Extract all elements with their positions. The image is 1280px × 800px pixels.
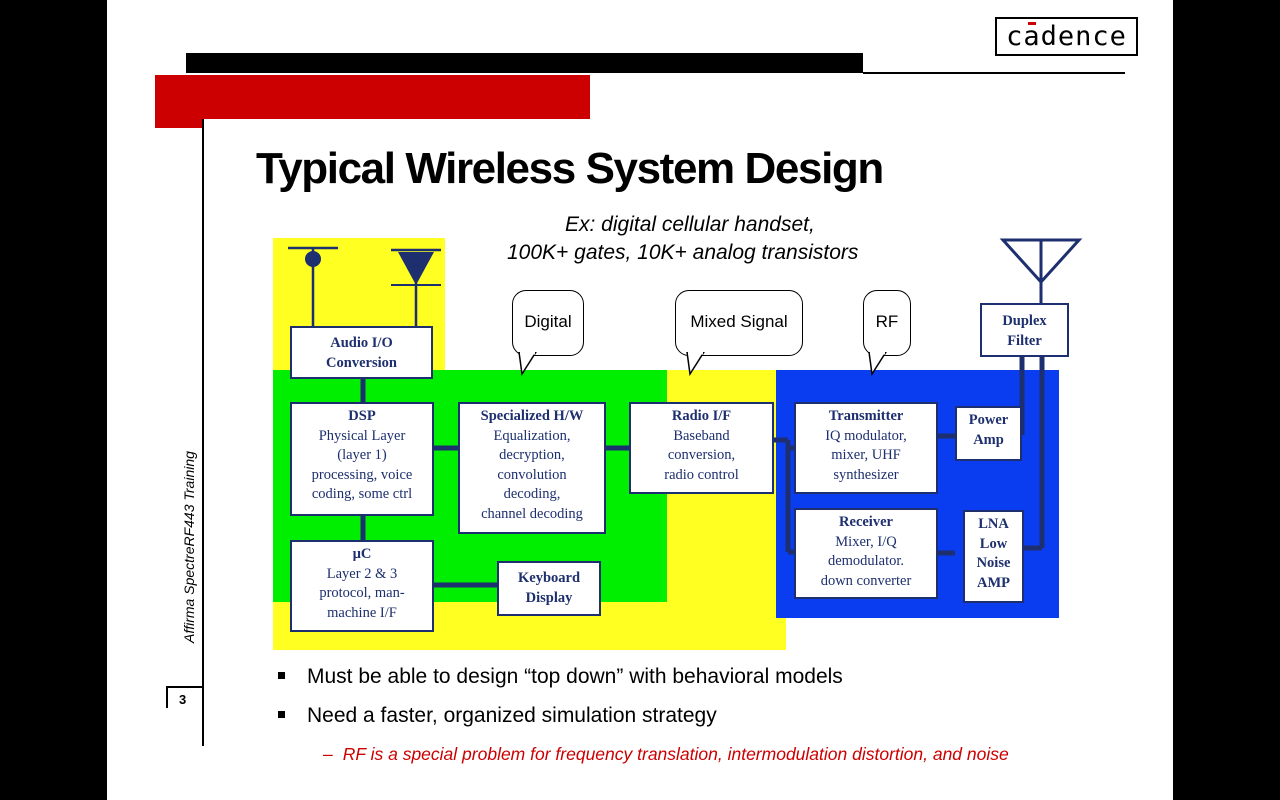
block-uc-line: Layer 2 & 3 — [326, 565, 398, 582]
logo-accent-mark — [1028, 22, 1036, 25]
page-number-top-line — [166, 686, 202, 688]
bubble-mixed-signal: Mixed Signal — [675, 290, 803, 356]
block-kbd-line: Display — [525, 589, 573, 606]
block-hw-title: Specialized H/W — [480, 408, 584, 424]
block-dsp-title: DSP — [348, 408, 376, 424]
block-uc-line: machine I/F — [327, 604, 397, 621]
block-uc-title: µC — [352, 546, 372, 562]
block-dsp-line: Physical Layer — [318, 427, 406, 444]
connection-lines — [288, 238, 1083, 588]
block-pa-title: Power — [968, 412, 1009, 428]
block-uc-line: protocol, man- — [319, 585, 405, 601]
slide-title: Typical Wireless System Design — [256, 144, 884, 193]
logo-text: cadence — [1006, 21, 1127, 52]
bubble-digital-label: Digital — [524, 312, 572, 331]
bubble-rf: RF — [863, 290, 911, 356]
header-red-stub — [155, 119, 204, 128]
block-tx-line: synthesizer — [833, 466, 899, 483]
block-rx-line: demodulator. — [827, 553, 905, 569]
page-number: 3 — [179, 692, 187, 707]
block-microcontroller: µC Layer 2 & 3 protocol, man- machine I/… — [290, 540, 434, 632]
sub-bullet-text: RF is a special problem for frequency tr… — [342, 744, 1009, 764]
block-duplex-filter: Duplex Filter — [980, 303, 1069, 357]
block-audio-io: Audio I/O Conversion — [290, 326, 433, 379]
example-line-1: Ex: digital cellular handset, — [565, 213, 815, 236]
bullet-text: Need a faster, organized simulation stra… — [307, 704, 717, 727]
block-hw-line: decryption, — [499, 447, 565, 463]
cadence-logo: cadence — [995, 17, 1138, 56]
block-transmitter: Transmitter IQ modulator, mixer, UHF syn… — [794, 402, 938, 494]
bullet-item: Need a faster, organized simulation stra… — [278, 704, 717, 728]
bubble-mixed-tail — [686, 352, 705, 376]
block-audio-title: Audio I/O — [330, 335, 393, 351]
bubble-mixed-label: Mixed Signal — [690, 312, 788, 331]
block-hw-line: Equalization, — [493, 427, 571, 444]
page-number-box — [166, 686, 168, 708]
block-tx-line: mixer, UHF — [831, 447, 901, 463]
block-receiver: Receiver Mixer, I/Q demodulator. down co… — [794, 508, 938, 599]
block-lna: LNA Low Noise AMP — [963, 510, 1024, 603]
bullet-marker — [278, 671, 285, 679]
block-tx-title: Transmitter — [828, 408, 904, 424]
sub-bullet-dash: – — [323, 744, 333, 764]
bullet-text: Must be able to design “top down” with b… — [307, 665, 843, 688]
slide: cadence Typical Wireless System Design E… — [107, 0, 1173, 800]
bubble-rf-label: RF — [875, 312, 899, 331]
block-tx-line: IQ modulator, — [825, 427, 907, 444]
header-thin-line — [863, 72, 1125, 74]
bubble-digital-tail — [518, 352, 537, 376]
block-duplex-title: Duplex — [1002, 313, 1047, 329]
block-dsp: DSP Physical Layer (layer 1) processing,… — [290, 402, 434, 516]
block-specialized-hw: Specialized H/W Equalization, decryption… — [458, 402, 606, 534]
block-dsp-line: (layer 1) — [337, 447, 387, 463]
block-lna-title: LNA — [978, 516, 1009, 532]
block-dsp-line: processing, voice — [311, 466, 413, 483]
block-duplex-line: Filter — [1007, 332, 1042, 349]
bubble-digital: Digital — [512, 290, 584, 356]
block-rx-line: down converter — [820, 572, 912, 589]
block-pa-line: Amp — [973, 431, 1004, 448]
bubble-rf-tail — [868, 352, 887, 376]
block-radio-line: conversion, — [667, 447, 736, 463]
header-black-bar — [186, 53, 863, 73]
block-radio-line: radio control — [664, 466, 739, 483]
block-hw-line: convolution — [497, 466, 567, 483]
bullet-marker — [278, 710, 285, 718]
left-vertical-rule — [202, 119, 204, 746]
sub-bullet: –RF is a special problem for frequency t… — [323, 744, 1009, 765]
block-hw-line: channel decoding — [481, 505, 583, 522]
bullet-item: Must be able to design “top down” with b… — [278, 665, 843, 689]
block-dsp-line: coding, some ctrl — [311, 486, 413, 502]
example-line-2: 100K+ gates, 10K+ analog transistors — [507, 241, 859, 264]
block-lna-line: AMP — [976, 574, 1010, 591]
block-lna-line: Noise — [976, 555, 1011, 571]
block-keyboard-display: Keyboard Display — [497, 561, 601, 616]
block-kbd-title: Keyboard — [517, 570, 581, 586]
block-rx-title: Receiver — [839, 514, 893, 530]
block-radio-if: Radio I/F Baseband conversion, radio con… — [629, 402, 774, 494]
block-lna-line: Low — [979, 535, 1008, 552]
block-power-amp: Power Amp — [955, 406, 1022, 461]
block-hw-line: decoding, — [503, 486, 561, 502]
block-radio-title: Radio I/F — [671, 408, 732, 424]
block-radio-line: Baseband — [673, 427, 730, 444]
block-rx-line: Mixer, I/Q — [835, 533, 897, 550]
header-red-bar — [155, 75, 590, 119]
block-audio-line: Conversion — [326, 354, 397, 371]
